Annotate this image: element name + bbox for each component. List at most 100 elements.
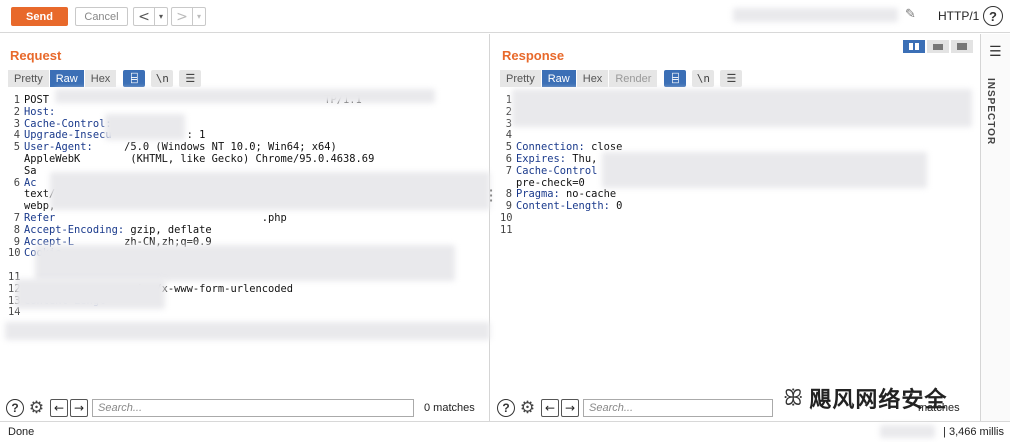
layout-single-icon[interactable] (951, 40, 973, 53)
next-match-icon[interactable]: → (561, 399, 579, 417)
code-line[interactable]: 5 Connection: close (500, 141, 623, 154)
code-line[interactable]: 0AppleWebK (KHTML, like Gecko) Chrome/95… (8, 153, 374, 166)
request-search-input[interactable] (92, 399, 414, 417)
tab-hex[interactable]: Hex (576, 70, 610, 87)
help-icon[interactable]: ? (983, 6, 1003, 26)
line-number: 3 (505, 117, 512, 130)
header-value: .php (55, 211, 287, 224)
forward-arrow-icon[interactable]: > (176, 8, 188, 25)
newline-icon[interactable]: \n (151, 70, 174, 87)
gear-icon[interactable]: ⚙ (28, 398, 45, 418)
code-line[interactable]: 14 (8, 307, 374, 319)
word-wrap-icon[interactable]: ⌸ (123, 70, 146, 87)
line-number: 11 (500, 223, 513, 236)
tab-pretty[interactable]: Pretty (500, 70, 542, 87)
code-line[interactable]: 2 (500, 106, 622, 119)
code-line[interactable]: 3 (500, 117, 622, 131)
redacted-block (15, 279, 165, 309)
tab-raw[interactable]: Raw (541, 70, 577, 87)
header-value: /5.0 (Windows NT 10.0; Win64; x64) (92, 141, 337, 154)
code-line[interactable]: 0pre-check=0 (500, 176, 622, 190)
tab-render[interactable]: Render (609, 70, 659, 87)
prev-match-icon[interactable]: ← (541, 399, 559, 417)
send-button[interactable]: Send (11, 7, 68, 26)
next-match-icon[interactable]: → (70, 399, 88, 417)
code-line[interactable]: 0text/ (8, 188, 374, 201)
header-value: 0 (609, 200, 623, 213)
code-line[interactable]: 10 (500, 212, 622, 225)
help-icon[interactable]: ? (497, 399, 515, 417)
line-number: 7 (505, 164, 512, 177)
header-value: close (584, 141, 623, 154)
response-match-count: matches (918, 402, 960, 414)
prev-match-icon[interactable]: ← (50, 399, 68, 417)
line-number: 5 (505, 141, 512, 154)
header-value: pre-check=0 (516, 176, 585, 189)
redacted-block (602, 152, 927, 188)
response-time: | 3,466 millis (943, 426, 1004, 438)
line-number: 4 (13, 129, 20, 142)
response-search-input[interactable] (583, 399, 773, 417)
line-number: 2 (13, 105, 20, 118)
status-text: Done (8, 426, 35, 438)
code-line[interactable]: 12 ion/x-www-form-urlencoded (8, 282, 374, 296)
code-line[interactable]: 1 (500, 94, 622, 107)
code-line[interactable]: 11 (8, 271, 374, 284)
hamburger-icon[interactable]: ☰ (179, 70, 202, 87)
header-value: Sa (24, 164, 37, 177)
code-line[interactable]: 11 (500, 223, 622, 237)
header-value: ion/x-www-form-urlencoded (136, 282, 293, 295)
gear-icon[interactable]: ⚙ (519, 398, 536, 418)
header-name: Ac (24, 176, 37, 189)
line-number: 8 (13, 223, 20, 236)
header-name: Connection: (516, 141, 585, 154)
inspector-label[interactable]: INSPECTOR (985, 78, 996, 146)
back-arrow-icon[interactable]: < (138, 8, 150, 25)
line-number: 0 (8, 166, 20, 178)
header-name: Content-Length: (516, 200, 610, 213)
line-number: 4 (505, 129, 512, 142)
layout-side-by-side-icon[interactable] (903, 40, 925, 53)
inspector-sidebar[interactable]: ☰ INSPECTOR (980, 34, 1010, 421)
header-name: Expires: (516, 152, 567, 165)
newline-icon[interactable]: \n (692, 70, 715, 87)
code-line[interactable]: 0 Sa (8, 164, 374, 178)
redacted-size (880, 425, 935, 438)
inspector-menu-icon[interactable]: ☰ (989, 44, 1002, 60)
layout-stacked-icon[interactable] (927, 40, 949, 53)
word-wrap-icon[interactable]: ⌸ (664, 70, 687, 87)
tab-hex[interactable]: Hex (84, 70, 118, 87)
header-value: text/ (24, 188, 56, 201)
response-search-bar: ? ⚙ ← → matches (497, 398, 960, 418)
pencil-icon[interactable]: ✎ (905, 7, 916, 22)
watermark: ꕥ 飓风网络安全 (783, 382, 947, 414)
line-number: 6 (505, 152, 512, 165)
back-dropdown-icon[interactable]: ▾ (154, 8, 167, 25)
tab-pretty[interactable]: Pretty (8, 70, 50, 87)
code-line[interactable]: 0webp, (8, 200, 374, 213)
cancel-button[interactable]: Cancel (75, 7, 128, 26)
tab-raw[interactable]: Raw (49, 70, 85, 87)
code-line[interactable]: 4 (500, 130, 622, 142)
history-forward-group: > ▾ (171, 7, 206, 26)
status-bar: Done | 3,466 millis (0, 421, 1010, 442)
help-icon[interactable]: ? (6, 399, 24, 417)
protocol-label[interactable]: HTTP/1 (938, 9, 980, 23)
pane-splitter[interactable]: ··· (489, 184, 494, 207)
forward-dropdown-icon[interactable]: ▾ (192, 8, 205, 25)
hamburger-icon[interactable]: ☰ (720, 70, 743, 87)
header-name: Accept-L (24, 235, 75, 248)
